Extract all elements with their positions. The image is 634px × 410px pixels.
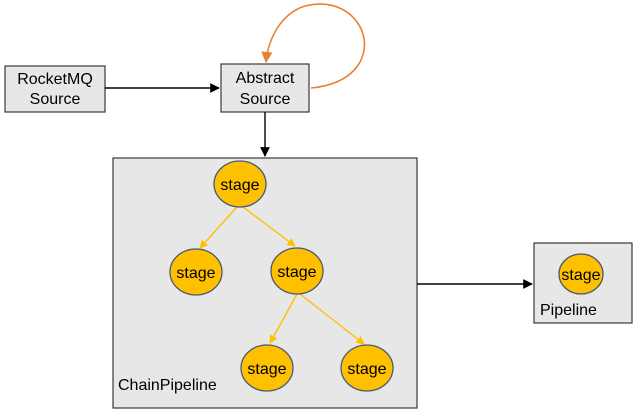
pipeline-label: Pipeline xyxy=(540,302,597,319)
stage-node-bottom-right: stage xyxy=(340,344,394,392)
abstract-source-label-line1: Abstract xyxy=(236,70,295,87)
rocketmq-source-label-line1: RocketMQ xyxy=(17,71,93,88)
pipeline-stage-node: stage xyxy=(558,253,604,295)
stage-label: stage xyxy=(220,177,259,194)
abstract-source-box xyxy=(220,63,310,113)
stage-node-bottom-left: stage xyxy=(240,344,294,392)
stage-label: stage xyxy=(176,265,215,282)
edge-root-to-left xyxy=(199,206,238,249)
rocketmq-source-box xyxy=(4,65,106,113)
stage-label: stage xyxy=(561,267,600,284)
stage-node-root: stage xyxy=(213,160,267,208)
stage-label: stage xyxy=(347,361,386,378)
rocketmq-source-label-line2: Source xyxy=(30,91,81,108)
stage-node-left: stage xyxy=(169,248,223,296)
abstract-source-label-line2: Source xyxy=(240,91,291,108)
edge-middle-to-bottom-left xyxy=(269,293,298,344)
abstract-source-loop-arrow xyxy=(261,3,366,89)
stage-node-middle: stage xyxy=(270,247,324,295)
chain-pipeline-label: ChainPipeline xyxy=(118,377,217,394)
edge-root-to-middle xyxy=(242,206,296,247)
stage-label: stage xyxy=(247,361,286,378)
stage-label: stage xyxy=(277,264,316,281)
edge-middle-to-bottom-right xyxy=(299,293,365,345)
